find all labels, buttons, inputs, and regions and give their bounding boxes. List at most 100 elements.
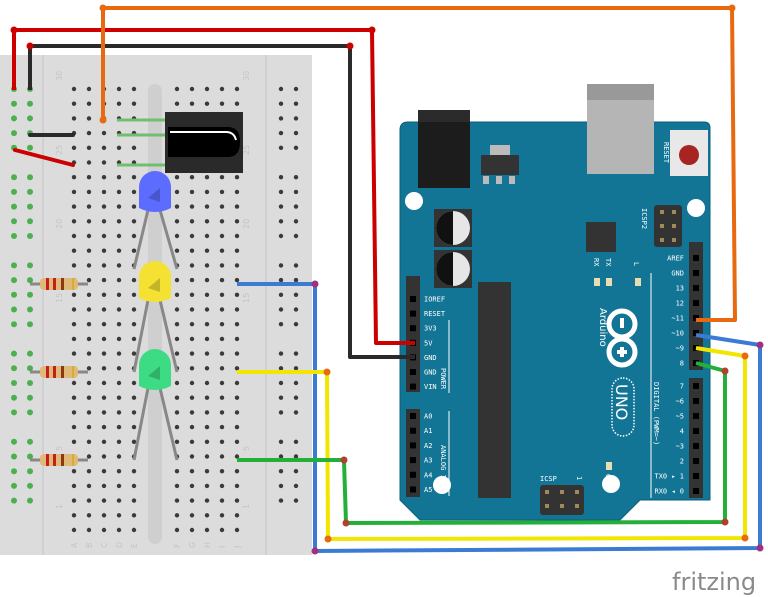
wire-bendpoint[interactable] [721, 518, 729, 526]
breadboard-hole [86, 527, 92, 533]
header-pin[interactable] [693, 398, 699, 404]
header-pin[interactable] [693, 488, 699, 494]
header-pin[interactable] [693, 285, 699, 291]
wire-bendpoint[interactable] [721, 367, 729, 375]
col-letter-h: H [203, 542, 212, 548]
wire-bendpoint[interactable] [26, 42, 34, 50]
header-pin[interactable] [693, 413, 699, 419]
power-rail-hole [27, 115, 33, 122]
pin-label: ~11 [671, 315, 684, 323]
wire-bendpoint[interactable] [741, 534, 749, 542]
reset-button[interactable] [670, 130, 708, 176]
header-pin[interactable] [693, 255, 699, 261]
header-pin[interactable] [410, 471, 416, 478]
breadboard-hole [219, 263, 225, 268]
power-rail-hole [27, 233, 33, 239]
header-pin[interactable] [410, 310, 416, 317]
breadboard-hole [101, 513, 107, 518]
header-pin[interactable] [693, 383, 699, 389]
wire-bendpoint[interactable] [10, 26, 18, 34]
header-pin[interactable] [693, 443, 699, 449]
wire-yellow-pin9[interactable] [237, 346, 747, 541]
col-letter-e: E [130, 543, 139, 548]
wire-bendpoint[interactable] [323, 368, 331, 376]
breadboard-hole [234, 410, 240, 415]
power-rail-hole [11, 130, 17, 137]
breadboard-hole [86, 395, 92, 400]
header-pin[interactable] [693, 473, 699, 479]
breadboard-hole [86, 483, 92, 489]
power-rail-hole [293, 307, 299, 312]
digital-group-label: DIGITAL (PWM=~) [652, 382, 660, 445]
breadboard-hole [204, 307, 210, 312]
breadboard-hole [234, 483, 240, 489]
header-pin[interactable] [410, 486, 416, 493]
header-pin[interactable] [693, 458, 699, 464]
wire-blue-pin10[interactable] [237, 282, 762, 553]
wire-bendpoint[interactable] [99, 4, 107, 12]
resistor [30, 278, 88, 290]
header-pin[interactable] [693, 270, 699, 276]
wire-bendpoint[interactable] [756, 341, 764, 349]
led-leg [158, 299, 179, 373]
breadboard-hole [71, 424, 77, 430]
breadboard-hole [174, 322, 180, 327]
breadboard-hole [234, 263, 240, 268]
wire-bendpoint[interactable] [346, 42, 354, 50]
breadboard-hole [174, 424, 180, 430]
power-rail-hole [27, 277, 33, 284]
wire-bendpoint[interactable] [99, 116, 107, 124]
jumper-wire-red[interactable] [13, 148, 75, 167]
breadboard-hole [101, 175, 107, 180]
breadboard-hole [71, 527, 77, 533]
power-rail-hole [278, 175, 284, 180]
resistor-band [53, 278, 56, 290]
header-pin[interactable] [693, 330, 699, 336]
power-rail-hole [27, 262, 33, 269]
breadboard-hole [204, 322, 210, 327]
wire-bendpoint[interactable] [741, 352, 749, 360]
breadboard-hole [86, 469, 92, 474]
wire-bendpoint[interactable] [342, 519, 350, 527]
mounting-hole [405, 192, 423, 210]
breadboard-hole [101, 145, 107, 150]
breadboard-hole [204, 513, 210, 518]
header-pin[interactable] [410, 413, 416, 419]
header-pin[interactable] [410, 383, 416, 390]
header-pin[interactable] [410, 457, 416, 464]
wire-bendpoint[interactable] [728, 4, 736, 12]
header-pin[interactable] [693, 300, 699, 306]
header-pin[interactable] [693, 428, 699, 434]
wire-bendpoint[interactable] [311, 280, 319, 288]
power-rail-hole [293, 189, 299, 195]
breadboard-hole [219, 175, 225, 180]
breadboard-hole [131, 483, 137, 489]
pin-label: RESET [424, 310, 446, 318]
header-pin[interactable] [410, 442, 416, 449]
icsp2-label: ICSP2 [640, 208, 648, 229]
wire-green-pin8[interactable] [237, 361, 727, 525]
breadboard-hole [219, 277, 225, 283]
breadboard-hole [131, 219, 137, 224]
wire-bendpoint[interactable] [311, 547, 319, 555]
fritzing-watermark: fritzing [672, 568, 756, 596]
breadboard-hole [174, 101, 180, 106]
wire-bendpoint[interactable] [756, 544, 764, 552]
header-pin[interactable] [410, 296, 416, 302]
wire-bendpoint[interactable] [340, 456, 348, 464]
header-pin[interactable] [410, 325, 416, 332]
header-pin[interactable] [410, 427, 416, 434]
breadboard-hole [71, 219, 77, 224]
wire-bendpoint[interactable] [324, 535, 332, 543]
breadboard-hole [189, 175, 195, 180]
header-pin[interactable] [410, 369, 416, 375]
power-group-label: POWER [439, 368, 447, 390]
breadboard-hole [101, 380, 107, 386]
power-rail-hole [11, 409, 17, 416]
breadboard-hole [116, 527, 122, 533]
power-rail-hole [278, 86, 284, 92]
resistor-band [53, 366, 56, 378]
breadboard-hole [101, 469, 107, 474]
wire-bendpoint[interactable] [368, 26, 376, 34]
breadboard-hole [86, 322, 92, 327]
